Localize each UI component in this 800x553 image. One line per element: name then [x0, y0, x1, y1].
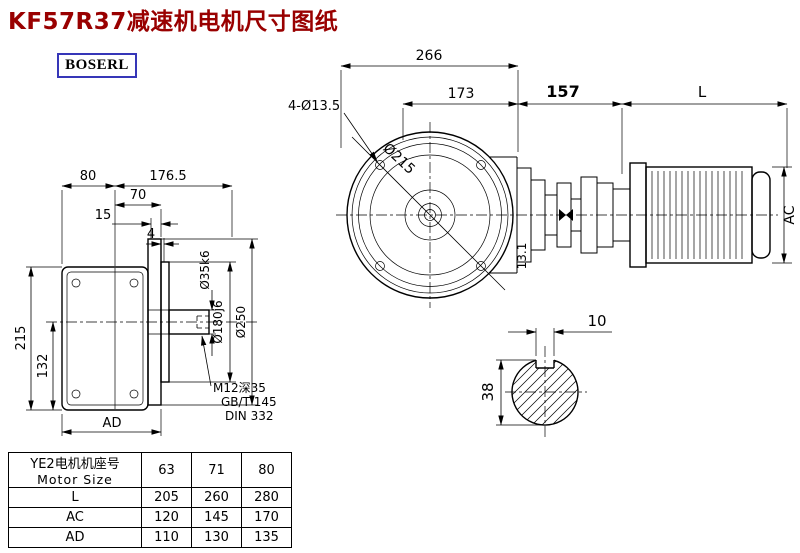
table-cell: 170 — [241, 507, 292, 528]
gearbox-housing-rear — [489, 156, 546, 274]
dim-l-label: L — [698, 83, 707, 101]
spigot-circle — [369, 154, 491, 276]
dim-15-label: 15 — [95, 208, 112, 223]
front-view: 266 173 4-Ø13.5 Ø215 13.1 — [288, 48, 778, 308]
output-shaft — [168, 309, 210, 335]
hub-circle — [404, 189, 456, 241]
shaft-bore-lines — [148, 309, 169, 335]
row-label-AC: AC — [8, 507, 142, 528]
table-cell: 145 — [191, 507, 242, 528]
size-column-80: 80 — [241, 452, 292, 488]
shaft-section-view: 10 38 — [479, 312, 612, 438]
housing-bolts — [71, 278, 139, 399]
table-row-L: L 205 260 280 — [8, 487, 292, 508]
motor-end-cap — [751, 171, 771, 259]
table-header-cn: YE2电机机座号 — [30, 457, 120, 472]
section-diameter-label: 38 — [479, 382, 497, 401]
table-header-row: YE2电机机座号 Motor Size 63 71 80 — [8, 452, 292, 488]
keyway-width-label: 10 — [587, 312, 606, 330]
front-view-dimension-lines — [340, 63, 519, 291]
din-standard-note: DIN 332 — [225, 409, 273, 423]
boserl-logo-text: BOSERL — [65, 57, 129, 73]
dim-266-label: 266 — [416, 48, 443, 64]
dim-80-label: 80 — [80, 169, 97, 184]
gearbox-housing — [61, 266, 149, 411]
size-column-71: 71 — [191, 452, 242, 488]
shaft-diameter-label: Ø35k6 — [198, 250, 212, 289]
section-hatching — [511, 358, 579, 426]
motor-size-table-container: YE2电机机座号 Motor Size 63 71 80 L 205 260 2… — [8, 452, 292, 548]
gb-standard-note: GB/T 145 — [221, 395, 277, 409]
section-dimension-lines — [496, 328, 612, 426]
boserl-logo: BOSERL — [57, 53, 137, 78]
motor-fins — [651, 171, 743, 259]
dim-215-label: 215 — [14, 326, 29, 351]
flange-outer-circle — [346, 131, 514, 299]
dim-70-label: 70 — [130, 188, 147, 203]
dim-176-5-label: 176.5 — [149, 169, 186, 184]
table-header-en: Motor Size — [37, 472, 113, 487]
bolt-holes — [375, 160, 486, 271]
dim-ac-label: AC — [782, 205, 798, 224]
table-cell: 260 — [191, 487, 242, 508]
dim-157-label: 157 — [546, 82, 579, 101]
table-cell: 130 — [191, 527, 242, 548]
dim-ad-label: AD — [103, 416, 122, 431]
motor-size-table: YE2电机机座号 Motor Size 63 71 80 L 205 260 2… — [8, 452, 292, 548]
table-cell: 110 — [141, 527, 192, 548]
tapped-hole-hidden-lines — [196, 315, 209, 329]
table-row-AC: AC 120 145 170 — [8, 507, 292, 528]
side-view-dimension-lines — [26, 183, 258, 436]
shaft-circle — [418, 203, 442, 227]
table-cell: 280 — [241, 487, 292, 508]
table-header-motor-size: YE2电机机座号 Motor Size — [8, 452, 142, 488]
dim-173-label: 173 — [448, 86, 475, 102]
coupling-bowtie-mark — [559, 209, 573, 221]
spigot-diameter-label: Ø180j6 — [211, 300, 225, 343]
coupling-housing — [544, 176, 631, 254]
dim-4-label: 4 — [147, 227, 155, 242]
table-cell: 135 — [241, 527, 292, 548]
row-label-L: L — [8, 487, 142, 508]
bolt-holes-label: 4-Ø13.5 — [288, 99, 340, 114]
gearbox-housing-inner — [66, 271, 144, 406]
dim-13-1-label: 13.1 — [515, 243, 529, 270]
table-cell: 205 — [141, 487, 192, 508]
side-view: 80 176.5 70 15 4 215 132 AD Ø35k6 Ø180j6… — [14, 169, 277, 436]
center-hole-circle — [424, 209, 436, 221]
flange-rim-circle — [351, 136, 509, 294]
dim-132-label: 132 — [36, 354, 51, 379]
page-title: KF57R37减速机电机尺寸图纸 — [8, 9, 339, 35]
row-label-AD: AD — [8, 527, 142, 548]
bolt-circle — [358, 143, 502, 287]
flange-diameter-label: Ø250 — [234, 306, 248, 338]
size-column-63: 63 — [141, 452, 192, 488]
tapped-hole-note: M12深35 — [213, 381, 266, 395]
motor-view: 157 L AC — [517, 82, 798, 268]
table-cell: 120 — [141, 507, 192, 528]
table-row-AD: AD 110 130 135 — [8, 527, 292, 548]
motor-view-dimension-lines — [517, 101, 792, 264]
